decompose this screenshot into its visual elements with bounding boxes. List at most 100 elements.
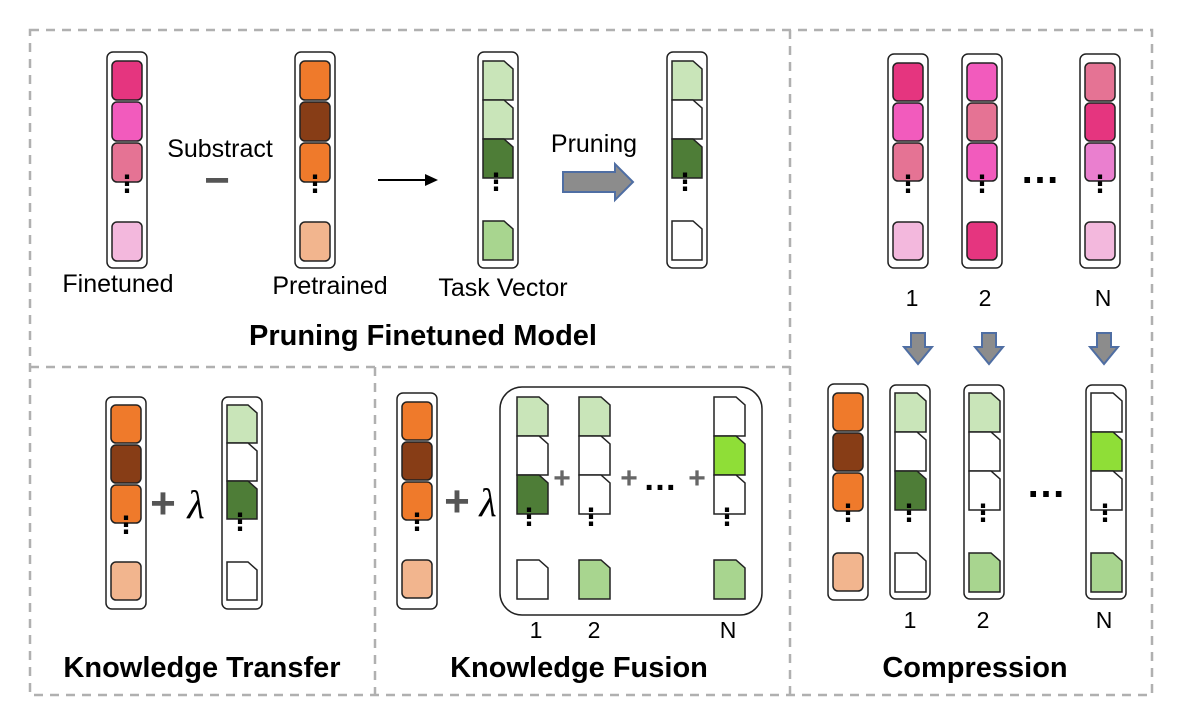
panel-transfer: ⋮ + λ ⋮ Knowledge Transfer — [63, 396, 341, 684]
vertical-ellipsis: ⋮ — [405, 509, 429, 536]
param-cell — [226, 561, 258, 601]
task-vector-n: ⋮ — [713, 396, 746, 600]
vertical-ellipsis: ⋮ — [897, 500, 921, 527]
param-cell — [966, 102, 998, 142]
finetuned-vector-1: ⋮ — [887, 53, 929, 269]
down-arrow — [1087, 332, 1121, 366]
param-cell — [111, 221, 143, 262]
param-cell — [832, 432, 864, 472]
param-cell — [1090, 431, 1123, 472]
pruning-title: Pruning Finetuned Model — [249, 320, 597, 352]
index-label: N — [1095, 285, 1112, 311]
param-cell — [578, 435, 611, 476]
pretrained-vector: ⋮ — [294, 51, 336, 269]
param-cell — [1084, 102, 1116, 142]
param-cell — [832, 472, 864, 512]
lambda-symbol: λ — [186, 482, 204, 527]
finetuned-vector-2: ⋮ — [961, 53, 1003, 269]
pretrained-label: Pretrained — [272, 272, 387, 300]
finetuned-vector: ⋮ — [106, 51, 148, 269]
lambda-symbol: λ — [478, 480, 496, 525]
vertical-ellipsis: ⋮ — [303, 171, 327, 198]
panel-compression: ⋮ ⋮ … ⋮ 1 2 N — [827, 53, 1127, 684]
param-cell — [713, 396, 746, 437]
param-cell — [226, 404, 258, 444]
param-cell — [1084, 142, 1116, 182]
param-cell — [1084, 221, 1116, 261]
plus-sign: + — [150, 479, 176, 528]
vertical-ellipsis: ⋮ — [673, 169, 697, 196]
plus-sign: + — [688, 462, 706, 495]
param-cell — [713, 474, 746, 515]
pruning-arrow — [562, 161, 635, 203]
panel-pruning: ⋮ Finetuned Substract − ⋮ Pretrained ⋮ — [62, 51, 708, 352]
param-cell — [894, 392, 927, 433]
vertical-ellipsis: ⋮ — [517, 504, 541, 531]
param-cell — [966, 142, 998, 182]
param-cell — [299, 142, 331, 183]
compressed-task-vector-n: ⋮ — [1085, 384, 1127, 600]
panel-fusion: ⋮ + λ ⋮ + ⋮ + … + ⋮ — [396, 386, 763, 684]
vertical-ellipsis: ⋮ — [836, 500, 860, 527]
param-cell — [892, 221, 924, 261]
vertical-ellipsis: ⋮ — [715, 504, 739, 531]
plus-sign: + — [553, 462, 571, 495]
param-cell — [1090, 470, 1123, 511]
pretrained-vector: ⋮ — [105, 396, 147, 610]
pretrained-vector: ⋮ — [827, 383, 869, 601]
down-arrow — [901, 332, 935, 366]
param-cell — [516, 435, 549, 476]
param-cell — [671, 138, 703, 179]
vertical-ellipsis: ⋮ — [114, 512, 138, 539]
param-cell — [111, 101, 143, 142]
horizontal-ellipsis: … — [643, 460, 677, 498]
transfer-title: Knowledge Transfer — [63, 652, 340, 684]
task-vector-1: ⋮ — [516, 396, 549, 600]
param-cell — [110, 561, 142, 601]
param-cell — [111, 142, 143, 183]
index-label: 1 — [906, 285, 919, 311]
param-cell — [968, 470, 1001, 511]
param-cell — [713, 559, 746, 600]
param-cell — [299, 101, 331, 142]
horizontal-ellipsis: … — [1026, 462, 1066, 506]
param-cell — [966, 221, 998, 261]
param-cell — [1090, 392, 1123, 433]
param-cell — [832, 552, 864, 592]
param-cell — [892, 142, 924, 182]
param-cell — [671, 99, 703, 140]
param-cell — [299, 221, 331, 262]
param-cell — [482, 138, 514, 179]
param-cell — [110, 404, 142, 444]
compressed-task-vector-1: ⋮ — [889, 384, 931, 600]
vertical-ellipsis: ⋮ — [971, 500, 995, 527]
param-cell — [226, 480, 258, 520]
pretrained-vector: ⋮ — [396, 392, 438, 610]
param-cell — [892, 62, 924, 102]
param-cell — [516, 396, 549, 437]
vertical-ellipsis: ⋮ — [1088, 171, 1112, 198]
index-label: 1 — [530, 617, 543, 643]
param-cell — [1084, 62, 1116, 102]
param-cell — [671, 60, 703, 101]
param-cell — [401, 481, 433, 521]
vertical-ellipsis: ⋮ — [1093, 500, 1117, 527]
param-cell — [401, 559, 433, 599]
outer-border — [28, 28, 1154, 697]
param-cell — [966, 62, 998, 102]
param-cell — [401, 441, 433, 481]
index-label: 2 — [979, 285, 992, 311]
param-cell — [110, 484, 142, 524]
param-cell — [1090, 552, 1123, 593]
compressed-task-vector-2: ⋮ — [963, 384, 1005, 600]
index-label: 2 — [977, 607, 990, 633]
param-cell — [968, 392, 1001, 433]
pruning-label: Pruning — [551, 130, 637, 158]
compression-title: Compression — [882, 652, 1067, 684]
task-vector-2: ⋮ — [578, 396, 611, 600]
subtract-arrow — [378, 174, 438, 186]
param-cell — [299, 60, 331, 101]
index-label: 2 — [588, 617, 601, 643]
task-vector: ⋮ — [477, 51, 519, 269]
